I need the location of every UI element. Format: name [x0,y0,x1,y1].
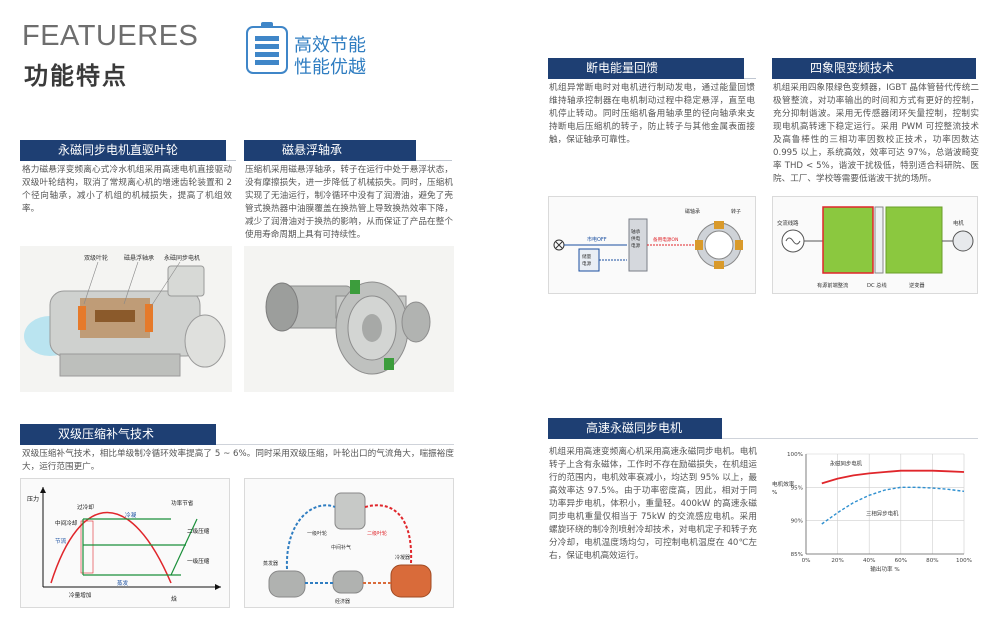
divider [226,160,236,161]
section-header-two-stage: 双级压缩补气技术 [20,424,216,445]
label-rectifier: 有源前端整流 [817,281,848,289]
y-axis-label: 电机效率% [772,480,795,496]
label-battery: 储量 [582,253,592,260]
x-axis-label: 输出功率 % [870,565,899,573]
label-condense: 冷凝 [125,511,137,519]
power-feedback-diagram: 市电OFF 储量 电源 轴承 供电 电源 备用电源ON 磁轴承 转子 [548,196,756,294]
section-text-maglev: 压缩机采用磁悬浮轴承，转子在运行中处于悬浮状态，没有摩擦损失，进一步降低了机械损… [245,165,453,240]
label-magnetic-bearing: 磁轴承 [685,208,700,215]
label-stage1: 一级压缩 [187,557,210,565]
label-pressure: 压力 [27,495,39,503]
maglev-rotor-image [244,246,454,392]
label-bearing: 磁悬浮轴承 [124,254,154,262]
badge-text-1: 高效节能 [294,35,366,56]
label-condenser: 冷凝器 [395,554,410,561]
label-inverter: 逆变器 [909,281,925,289]
divider [416,160,452,161]
svg-text:电源: 电源 [631,242,641,249]
section-text-two-stage: 双级压缩补气技术，相比单级制冷循环效率提高了 5 ~ 6%。同时采用双级压缩，叶… [22,449,454,472]
section-text-four-quadrant: 机组采用四象限绿色变频器，IGBT 晶体管替代传统二极管整流，对功率输出的时间和… [773,83,979,184]
label-stage2: 二级压缩 [187,527,210,535]
svg-text:供电: 供电 [631,235,641,242]
y-tick-label: 85% [791,552,803,558]
label-capacity-increase: 冷量增加 [69,591,92,599]
series-line-0 [821,469,965,485]
label-stage2-impeller: 二级叶轮 [367,530,387,537]
series-label-induction: 三相异步电机 [866,509,899,517]
label-mains-off: 市电OFF [587,236,607,243]
section-header-power-off: 断电能量回馈 [548,58,744,79]
label-power-saving: 功率节省 [171,499,194,507]
label-evaporator: 蒸发器 [263,560,278,567]
label-economizer: 经济器 [335,598,350,605]
refrigeration-cycle-image: 蒸发器 一级叶轮 二级叶轮 中间补气 冷凝器 经济器 [244,478,454,608]
badge-text-2: 性能优越 [294,57,366,78]
label-stage1-impeller: 一级叶轮 [307,530,327,537]
svg-text:电源: 电源 [582,260,592,267]
x-tick-label: 0% [802,558,811,564]
x-tick-label: 80% [926,558,938,564]
x-tick-label: 60% [895,558,907,564]
vfd-circuit-diagram: 交流线路 电机 有源前端整流 DC 总线 逆变器 [772,196,978,294]
label-throttle: 节流 [55,537,67,545]
x-tick-label: 100% [956,558,972,564]
y-tick-label: 95% [791,485,803,491]
divider [216,444,454,445]
y-tick-label: 100% [787,452,803,458]
section-header-four-quadrant: 四象限变频技术 [772,58,976,79]
series-line-1 [821,486,965,525]
label-dc-bus: DC 总线 [867,281,887,289]
svg-text:轴承: 轴承 [631,228,641,235]
section-header-hs-motor: 高速永磁同步电机 [548,418,722,439]
x-tick-label: 40% [863,558,875,564]
section-header-pmsm: 永磁同步电机直驱叶轮 [20,140,226,161]
y-tick-label: 90% [791,519,803,525]
battery-icon [246,22,288,74]
label-ac-line: 交流线路 [777,219,799,227]
compressor-cutaway-image: 双级叶轮 磁悬浮轴承 永磁同步电机 [20,246,232,392]
label-motor: 永磁同步电机 [164,254,200,262]
label-evaporate: 蒸发 [117,579,129,587]
label-impeller: 双级叶轮 [84,254,108,262]
label-rotor: 转子 [731,208,741,215]
section-text-power-off: 机组异常断电时对电机进行制动发电，通过能量回馈维持轴承控制器在电机制动过程中稳定… [549,83,755,145]
divider [722,438,978,439]
section-text-hs-motor: 机组采用高速变频离心机采用高速永磁同步电机。电机转子上含有永磁体，工作时不存在励… [549,447,757,561]
x-tick-label: 20% [831,558,843,564]
section-header-maglev: 磁悬浮轴承 [244,140,416,161]
label-enthalpy: 焓 [171,595,177,603]
divider [744,78,756,79]
series-label-pmsm: 永磁同步电机 [830,459,863,467]
section-text-pmsm: 格力磁悬浮变频离心式冷水机组采用高速电机直接驱动双级叶轮结构，取消了常规离心机的… [22,165,232,214]
label-subcool: 过冷却 [77,503,94,511]
label-mid-injection: 中间补气 [331,544,351,551]
page-subtitle: 功能特点 [24,62,128,90]
label-motor: 电机 [953,219,964,227]
label-mid-cool: 中间冷却 [55,519,78,527]
label-backup-on: 备用电源ON [653,236,678,243]
efficiency-chart: 85% 90% 95% 100% 0% 20% 40% 60% 80% 100% 输出功率 % 电机效… [766,446,982,578]
ph-diagram: 压力 焓 过冷却 中间冷却 节流 冷凝 蒸发 冷量增加 功率节省 二级压缩 一级… [20,478,230,608]
page-title: FEATUERES [22,20,199,52]
